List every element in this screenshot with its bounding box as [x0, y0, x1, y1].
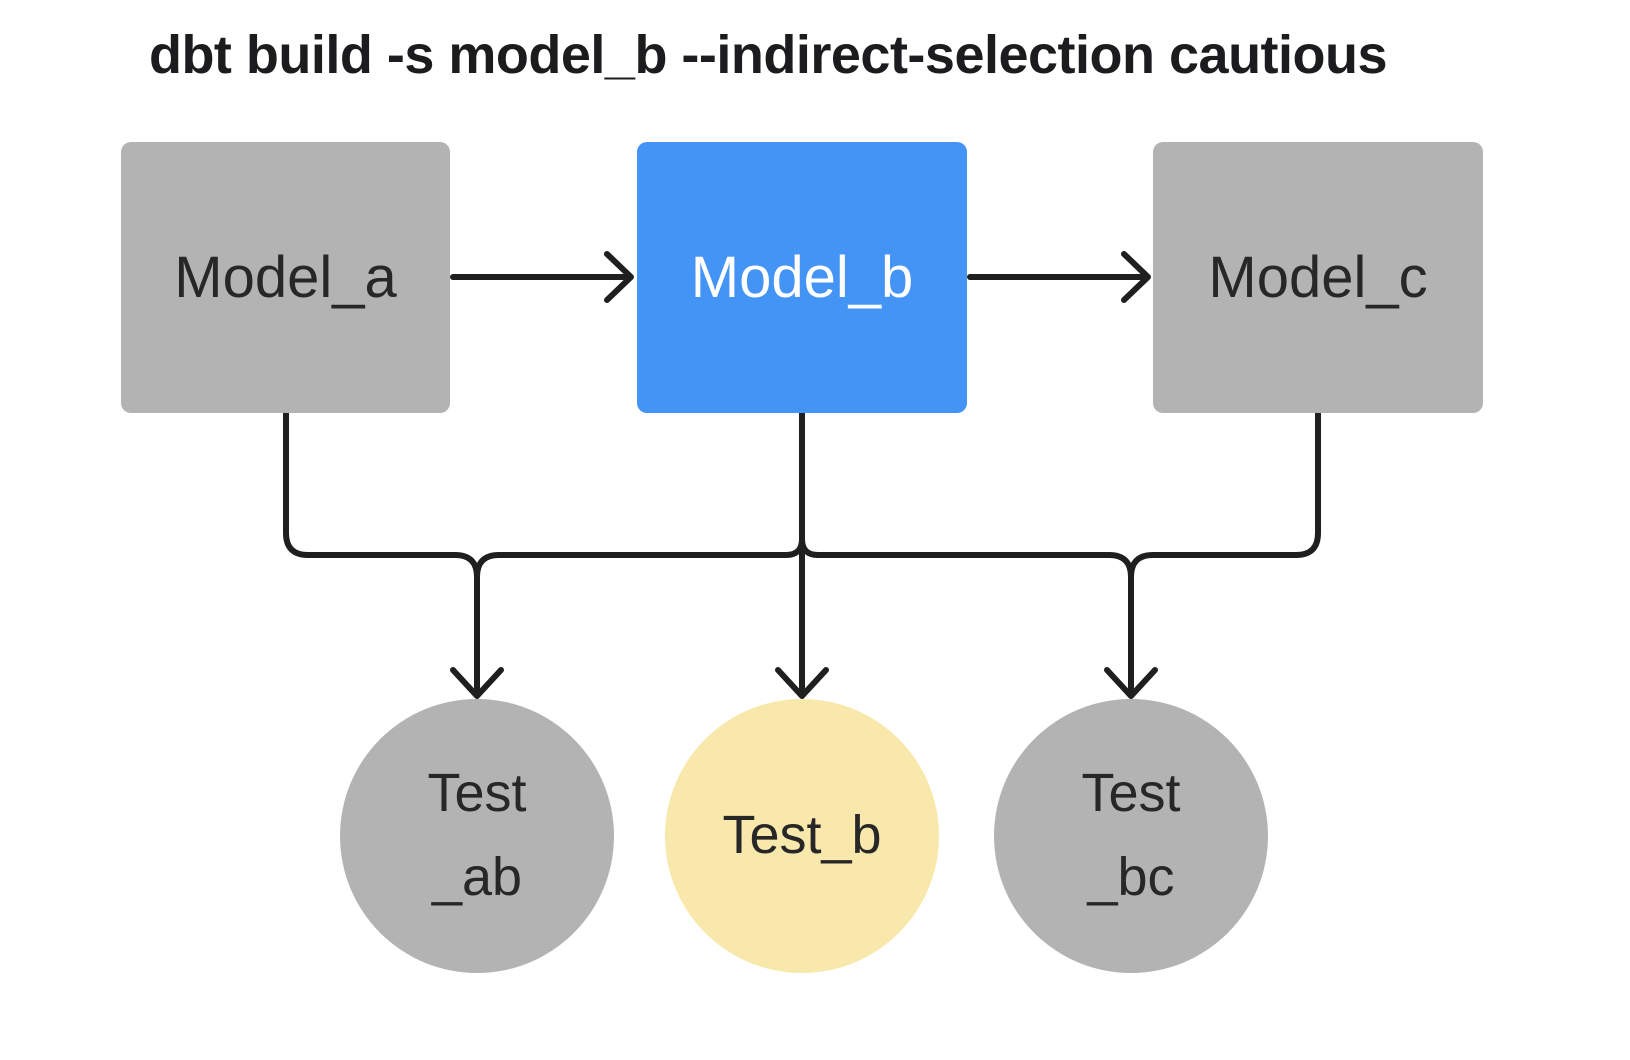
arrowhead-model-a-to-model-b [604, 251, 634, 303]
node-test-b-label-line1: Test_b [722, 805, 882, 866]
arrowhead-test-b [775, 667, 829, 699]
node-test-bc-label-line2: _bc [1087, 847, 1175, 907]
node-test-bc: Test _bc [994, 699, 1268, 973]
node-model-b-label: Model_b [690, 245, 914, 310]
node-test-ab-label-line1: Test [427, 763, 527, 824]
node-test-ab-label-line2: _ab [431, 847, 523, 907]
node-test-b: Test_b [665, 699, 939, 973]
edge-rail-left-mid [474, 536, 805, 580]
node-model-c: Model_c [1153, 142, 1483, 413]
arrowhead-test-ab [450, 667, 504, 699]
arrowhead-test-bc [1104, 667, 1158, 699]
node-test-ab: Test _ab [340, 699, 614, 973]
edge-model-a-to-test-ab [283, 410, 480, 693]
diagram-title: dbt build -s model_b --indirect-selectio… [148, 25, 1388, 85]
node-model-a-label: Model_a [174, 245, 397, 310]
arrowhead-model-b-to-model-c [1121, 251, 1151, 303]
node-model-c-label: Model_c [1208, 245, 1428, 310]
node-model-a: Model_a [121, 142, 450, 413]
node-model-b: Model_b [637, 142, 967, 413]
node-test-bc-label-line1: Test [1081, 763, 1181, 824]
edge-rail-right-mid [799, 536, 1134, 580]
edge-model-c-to-test-bc [1128, 410, 1321, 693]
